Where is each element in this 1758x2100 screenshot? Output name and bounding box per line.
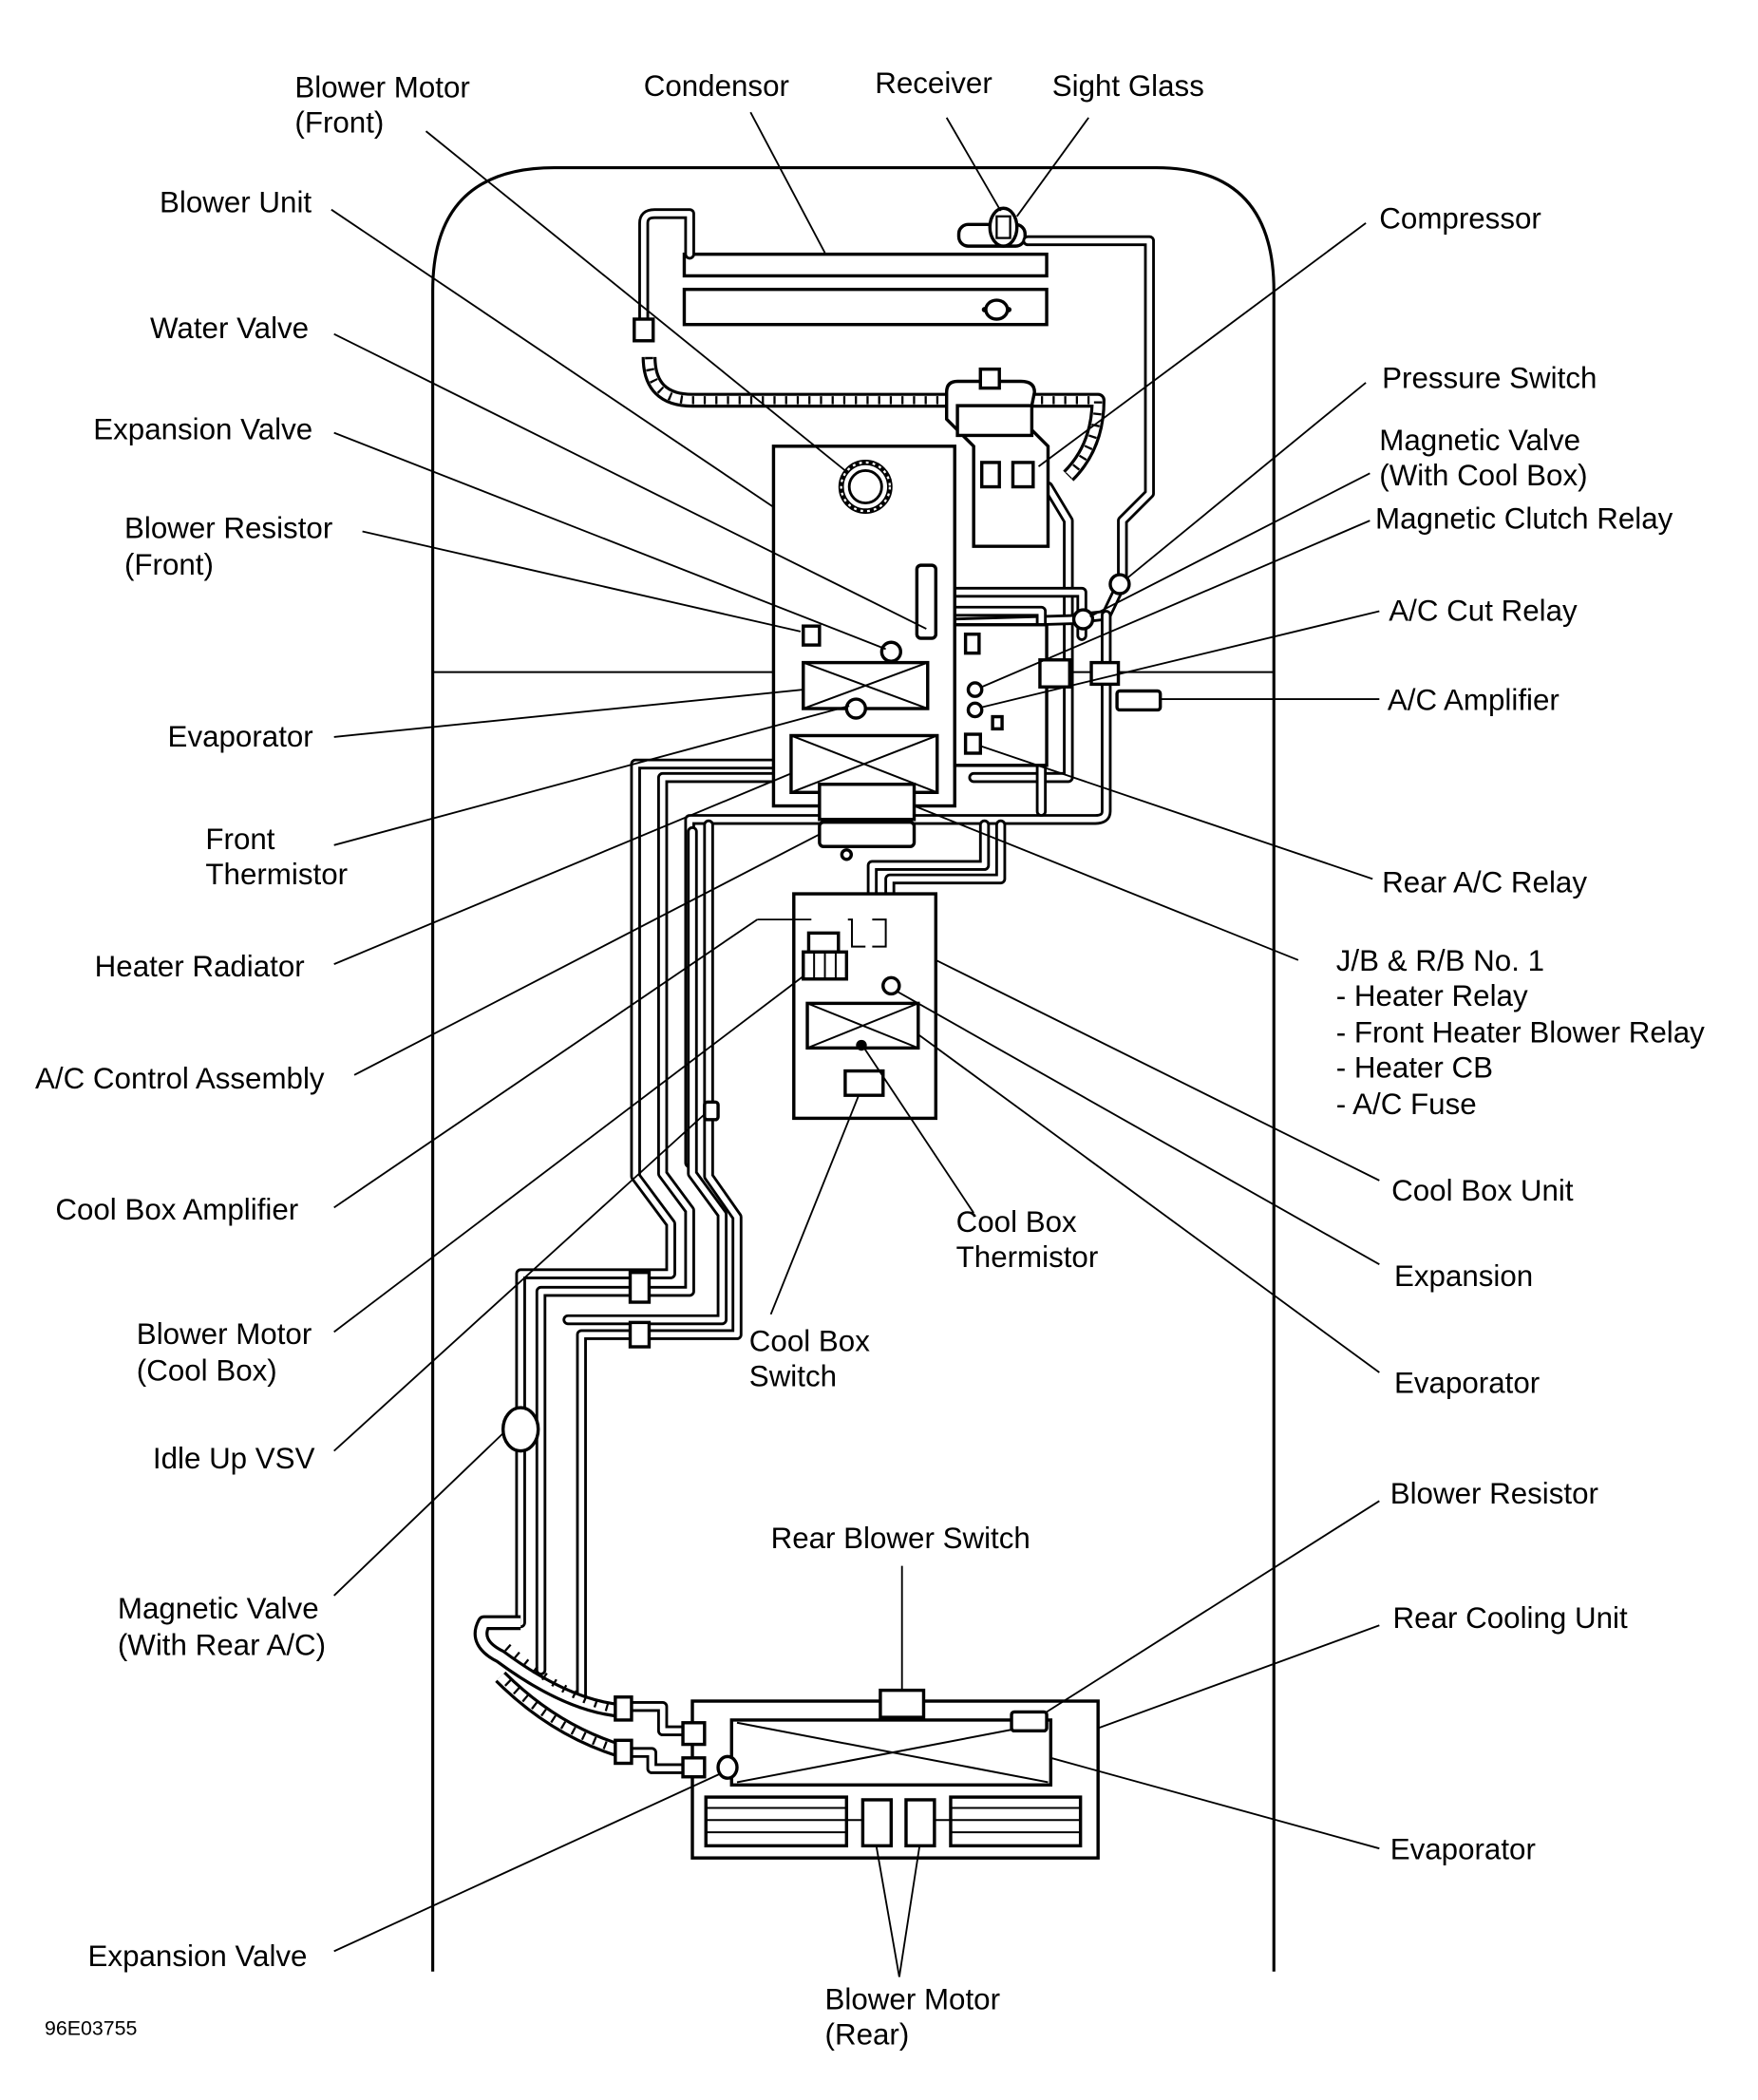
receiver-sight-glass [956, 206, 1027, 248]
label-front-thermistor: Front Thermistor [205, 823, 348, 891]
label-ac-control-assembly: A/C Control Assembly [35, 1062, 325, 1095]
rear-fitting-upper [681, 1721, 707, 1747]
mag-clutch-relay-box [1038, 658, 1071, 689]
water-valve-icon [915, 563, 938, 640]
blower-fan-right-icon [949, 1795, 1083, 1848]
magnetic-valve-cool-box-icon [1071, 608, 1095, 631]
blower-motor-cool-box-icon [802, 950, 849, 981]
jb-icon [991, 714, 1004, 731]
blower-resistor-rear-icon [1010, 1710, 1049, 1733]
expansion-valve-rear-icon [716, 1754, 739, 1780]
label-heater-radiator: Heater Radiator [95, 950, 305, 983]
label-blower-motor-front: Blower Motor (Front) [294, 71, 478, 140]
idle-up-vsv-icon [703, 1100, 720, 1122]
water-valve-relay-icon [963, 633, 981, 655]
label-rear-ac-relay: Rear A/C Relay [1382, 866, 1587, 899]
ac-amplifier-icon [1115, 689, 1163, 712]
blower-box-base [818, 783, 917, 822]
condenser [682, 252, 1049, 327]
expansion-valve-front-icon [879, 640, 902, 663]
blower-motor-front-icon [838, 460, 893, 515]
rear-fitting-lower [681, 1756, 707, 1779]
label-receiver: Receiver [875, 66, 992, 100]
compressor [944, 367, 1050, 548]
label-magnetic-valve-rear: Magnetic Valve (With Rear A/C) [118, 1592, 327, 1661]
label-expansion-cool-box: Expansion [1394, 1259, 1533, 1293]
label-evaporator-cool-box: Evaporator [1394, 1366, 1540, 1399]
front-thermistor-icon [844, 697, 867, 720]
label-magnetic-valve-cool-box: Magnetic Valve (With Cool Box) [1379, 424, 1588, 492]
ac-cut-relay-icon [966, 701, 984, 719]
magnetic-valve-rear-icon [501, 1406, 540, 1453]
rear-ac-relay-icon [963, 732, 982, 755]
condenser-fan-icon [981, 298, 1012, 321]
label-water-valve: Water Valve [150, 312, 309, 345]
evaporator-front-icon [802, 660, 930, 710]
blower-motor-rear-left-icon [860, 1798, 894, 1848]
front-blower-unit [771, 445, 956, 822]
label-rear-blower-switch: Rear Blower Switch [771, 1522, 1030, 1555]
label-condensor: Condensor [644, 69, 789, 103]
label-jb-rb-no1: J/B & R/B No. 1 - Heater Relay - Front H… [1336, 944, 1713, 1121]
label-compressor: Compressor [1379, 202, 1541, 236]
label-blower-motor-rear: Blower Motor (Rear) [825, 1983, 1009, 2052]
label-sight-glass: Sight Glass [1052, 69, 1204, 103]
label-idle-up-vsv: Idle Up VSV [153, 1442, 315, 1475]
label-blower-motor-cool-box: Blower Motor (Cool Box) [137, 1317, 320, 1387]
blower-motor-cool-box-top [806, 931, 841, 954]
component-labels: Blower Motor (Front) Condensor Receiver … [35, 66, 1713, 2052]
cool-box-switch-icon [843, 1069, 885, 1097]
mag-clutch-relay-icon [966, 681, 984, 698]
label-pressure-switch: Pressure Switch [1382, 362, 1597, 395]
evaporator-rear-icon [729, 1718, 1053, 1787]
figure-code: 96E03755 [45, 2017, 137, 2040]
label-evaporator-front: Evaporator [168, 720, 313, 753]
cool-box-thermistor-icon [856, 1039, 867, 1051]
label-blower-unit: Blower Unit [160, 186, 312, 219]
flexible-hoses [473, 356, 1106, 1759]
label-magnetic-clutch-relay: Magnetic Clutch Relay [1375, 502, 1673, 536]
label-blower-resistor-front: Blower Resistor (Front) [124, 512, 341, 581]
ac-cut-relay-box [1089, 660, 1121, 687]
label-ac-amplifier: A/C Amplifier [1388, 683, 1560, 716]
blower-motor-rear-right-icon [904, 1798, 936, 1848]
rear-cooling-unit [681, 1688, 1100, 1860]
label-ac-cut-relay: A/C Cut Relay [1389, 594, 1578, 627]
label-cool-box-thermistor: Cool Box Thermistor [956, 1205, 1099, 1274]
label-expansion-valve-front: Expansion Valve [93, 413, 312, 446]
ac-control-assembly [818, 820, 917, 861]
label-cool-box-amplifier: Cool Box Amplifier [55, 1193, 298, 1226]
label-rear-cooling-unit: Rear Cooling Unit [1393, 1601, 1628, 1635]
expansion-cool-box-icon [881, 975, 901, 996]
label-cool-box-unit: Cool Box Unit [1391, 1174, 1574, 1207]
label-cool-box-switch: Cool Box Switch [749, 1324, 879, 1392]
label-blower-resistor-rear: Blower Resistor [1390, 1477, 1598, 1510]
pipe-fittings [614, 317, 655, 1766]
label-evaporator-rear: Evaporator [1390, 1833, 1536, 1866]
blower-fan-left-icon [704, 1795, 849, 1848]
rear-blower-switch-icon [879, 1688, 926, 1719]
relay-block-area [953, 573, 1163, 767]
leader-lines [331, 111, 1380, 1977]
cool-box-unit [792, 892, 938, 1121]
blower-resistor-front-icon [802, 624, 822, 647]
pressure-switch-icon [1108, 573, 1131, 596]
label-expansion-valve-rear: Expansion Valve [88, 1939, 308, 1973]
